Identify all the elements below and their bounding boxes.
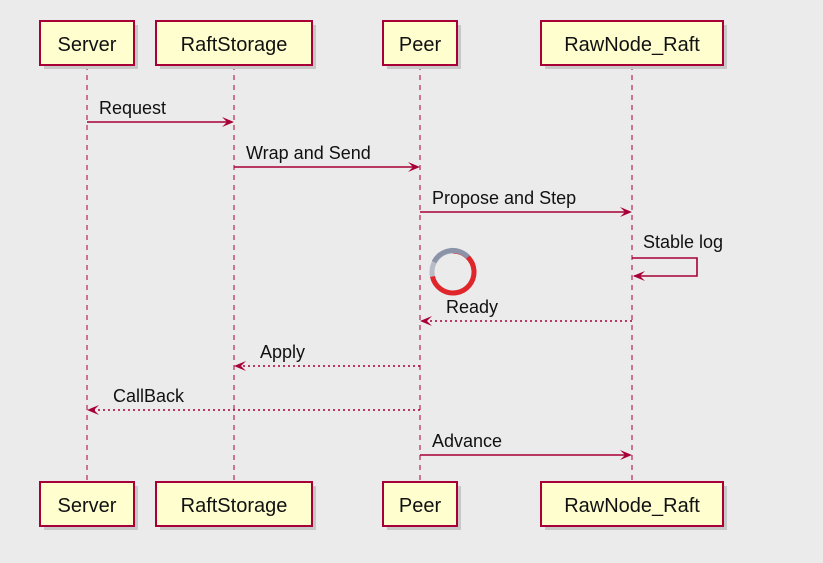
participants: ServerServerRaftStorageRaftStoragePeerPe… bbox=[39, 20, 727, 530]
message-apply: Apply bbox=[234, 342, 420, 371]
message-ready: Ready bbox=[420, 297, 632, 326]
participant-label: RaftStorage bbox=[181, 34, 288, 56]
participant-bottom-server: Server bbox=[39, 481, 138, 530]
self-message-arrow bbox=[632, 257, 698, 277]
message-label: Ready bbox=[446, 297, 498, 317]
message-request: Request bbox=[87, 98, 234, 127]
participant-box bbox=[39, 481, 135, 527]
participant-box bbox=[155, 481, 313, 527]
participant-box bbox=[39, 20, 135, 66]
participant-bottom-raftstorage: RaftStorage bbox=[155, 481, 316, 530]
message-label: Request bbox=[99, 98, 166, 118]
message-label: Apply bbox=[260, 342, 305, 362]
participant-top-server: Server bbox=[39, 20, 138, 69]
participant-label: Server bbox=[58, 34, 117, 56]
participant-top-peer: Peer bbox=[382, 20, 461, 69]
participant-label: RawNode_Raft bbox=[564, 34, 700, 56]
message-label: Stable log bbox=[643, 232, 723, 252]
arrowhead bbox=[620, 207, 632, 217]
participant-label: Peer bbox=[399, 495, 442, 517]
participant-bottom-rawnode-raft: RawNode_Raft bbox=[540, 481, 727, 530]
participant-top-raftstorage: RaftStorage bbox=[155, 20, 316, 69]
arrowhead bbox=[633, 271, 645, 281]
arrowhead bbox=[408, 162, 420, 172]
participant-label: RaftStorage bbox=[181, 495, 288, 517]
lifelines bbox=[86, 65, 633, 482]
arrowhead bbox=[222, 117, 234, 127]
participant-label: Server bbox=[58, 495, 117, 517]
participant-box bbox=[155, 20, 313, 66]
message-label: CallBack bbox=[113, 386, 185, 406]
participant-box bbox=[540, 481, 724, 527]
message-propose-and-step: Propose and Step bbox=[420, 188, 632, 217]
message-stable-log: Stable log bbox=[632, 232, 723, 281]
arrowhead bbox=[620, 450, 632, 460]
message-label: Wrap and Send bbox=[246, 143, 371, 163]
message-wrap-and-send: Wrap and Send bbox=[234, 143, 420, 172]
participant-box bbox=[382, 481, 458, 527]
message-label: Advance bbox=[432, 431, 502, 451]
participant-label: Peer bbox=[399, 34, 442, 56]
participant-top-rawnode-raft: RawNode_Raft bbox=[540, 20, 727, 69]
arrowhead bbox=[234, 361, 246, 371]
participant-label: RawNode_Raft bbox=[564, 495, 700, 517]
arrowhead bbox=[420, 316, 432, 326]
message-label: Propose and Step bbox=[432, 188, 576, 208]
participant-bottom-peer: Peer bbox=[382, 481, 461, 530]
message-advance: Advance bbox=[420, 431, 632, 460]
participant-box bbox=[540, 20, 724, 66]
message-callback: CallBack bbox=[87, 386, 420, 415]
arrowhead bbox=[87, 405, 99, 415]
loading-spinner-icon bbox=[429, 247, 477, 296]
participant-box bbox=[382, 20, 458, 66]
